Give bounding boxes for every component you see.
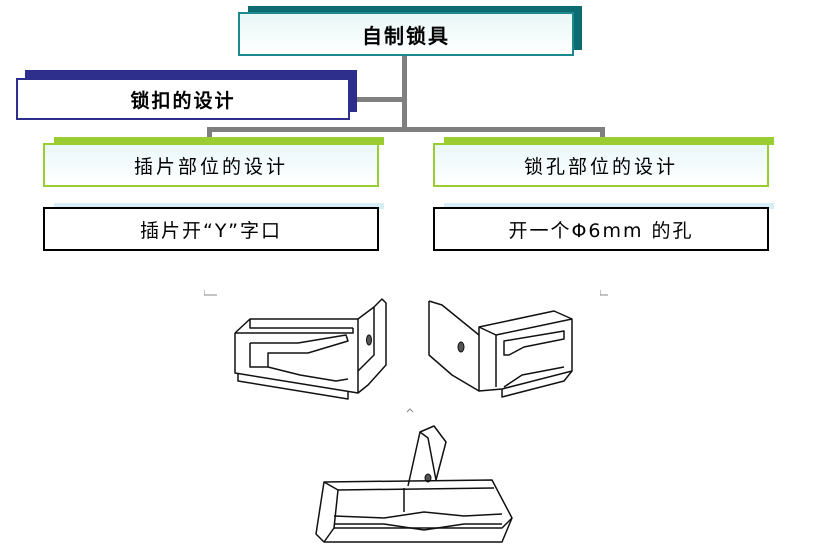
latch-drawing-left: [234, 298, 387, 400]
branch-right-label: 锁孔部位的设计: [523, 155, 678, 178]
title-box: 自制锁具: [238, 12, 574, 56]
detail-right-label: 开一个Φ6mm 的孔: [508, 219, 694, 242]
detail-right-box: 开一个Φ6mm 的孔: [433, 207, 769, 251]
connector-heading: [350, 97, 405, 102]
detail-left-label: 插片开“Y”字口: [140, 219, 282, 242]
branch-left-box: 插片部位的设计: [43, 143, 379, 187]
detail-right-shadow: [444, 203, 774, 209]
branch-right-shadow: [444, 137, 774, 145]
branch-left-label: 插片部位的设计: [133, 155, 288, 178]
heading-box: 锁扣的设计: [16, 78, 350, 120]
latch-drawing-bottom: [315, 425, 513, 543]
connector-trunk: [402, 56, 407, 131]
branch-right-box: 锁孔部位的设计: [433, 143, 769, 187]
corner-mark-left: [204, 290, 217, 296]
connector-right-branch: [600, 127, 605, 139]
connector-horizontal: [207, 127, 605, 132]
detail-left-shadow: [54, 203, 384, 209]
title-label: 自制锁具: [362, 23, 450, 48]
latch-drawing-right: [428, 300, 573, 398]
small-marker: [406, 408, 414, 413]
corner-mark-right: [600, 290, 608, 296]
heading-label: 锁扣的设计: [130, 89, 236, 112]
branch-left-shadow: [54, 137, 384, 145]
detail-left-box: 插片开“Y”字口: [43, 207, 379, 251]
connector-left-branch: [207, 127, 212, 139]
